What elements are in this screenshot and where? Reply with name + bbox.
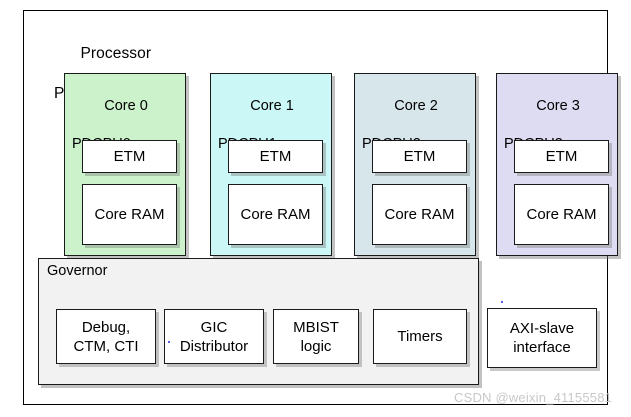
watermark: CSDN @weixin_41155581	[454, 390, 613, 405]
core-ram-box-0[interactable]: Core RAM	[82, 184, 177, 245]
core-ram-box-1[interactable]: Core RAM	[228, 184, 323, 245]
blue-dot-marker-gic	[168, 341, 170, 343]
processor-frame: Processor PDTOP Core 0 PDCPU0 ETM Core R…	[23, 10, 618, 405]
core-block-0[interactable]: Core 0 PDCPU0 ETM Core RAM	[64, 73, 186, 256]
governor-block-0-line1: Debug,	[81, 318, 131, 336]
core-ram-box-2[interactable]: Core RAM	[372, 184, 467, 245]
core-name-1: Core 1	[250, 98, 294, 114]
governor-block-2-line1: MBIST	[293, 318, 339, 336]
governor-block-2-line2: logic	[300, 337, 332, 355]
core-label-3: Core 3 PDCPU3	[504, 78, 580, 192]
governor-block-1-line1: GIC	[200, 318, 228, 336]
etm-box-0[interactable]: ETM	[82, 140, 177, 173]
blue-dot-marker-axi	[501, 301, 503, 303]
core-block-2[interactable]: Core 2 PDCPU2 ETM Core RAM	[354, 73, 476, 256]
processor-title-line1: Processor	[80, 45, 152, 62]
etm-box-2[interactable]: ETM	[372, 140, 467, 173]
governor-label: Governor	[47, 263, 108, 279]
governor-block-3-line1: Timers	[397, 328, 443, 345]
axi-label-line1: AXI-slave	[509, 320, 575, 337]
axi-label-line2: interface	[513, 339, 571, 356]
core-name-0: Core 0	[104, 98, 148, 114]
governor-block-debug-ctm-cti[interactable]: Debug, CTM, CTI	[56, 309, 156, 364]
core-block-1[interactable]: Core 1 PDCPU1 ETM Core RAM	[210, 73, 332, 256]
governor-panel[interactable]: Governor Debug, CTM, CTI GIC Distributor…	[38, 258, 479, 385]
core-name-3: Core 3	[536, 98, 580, 114]
etm-box-1[interactable]: ETM	[228, 140, 323, 173]
governor-block-1-line2: Distributor	[179, 337, 249, 355]
governor-block-timers[interactable]: Timers	[373, 309, 467, 364]
core-label-2: Core 2 PDCPU2	[362, 78, 438, 192]
core-label-1: Core 1 PDCPU1	[218, 78, 294, 192]
axi-slave-interface-block[interactable]: AXI-slave interface	[487, 308, 597, 368]
core-label-0: Core 0 PDCPU0	[72, 78, 148, 192]
core-name-2: Core 2	[394, 98, 438, 114]
etm-box-3[interactable]: ETM	[514, 140, 609, 173]
governor-block-gic-distributor[interactable]: GIC Distributor	[164, 309, 264, 364]
core-block-3[interactable]: Core 3 PDCPU3 ETM Core RAM	[496, 73, 618, 256]
governor-block-0-line2: CTM, CTI	[73, 337, 139, 355]
core-ram-box-3[interactable]: Core RAM	[514, 184, 609, 245]
governor-block-mbist-logic[interactable]: MBIST logic	[273, 309, 359, 364]
